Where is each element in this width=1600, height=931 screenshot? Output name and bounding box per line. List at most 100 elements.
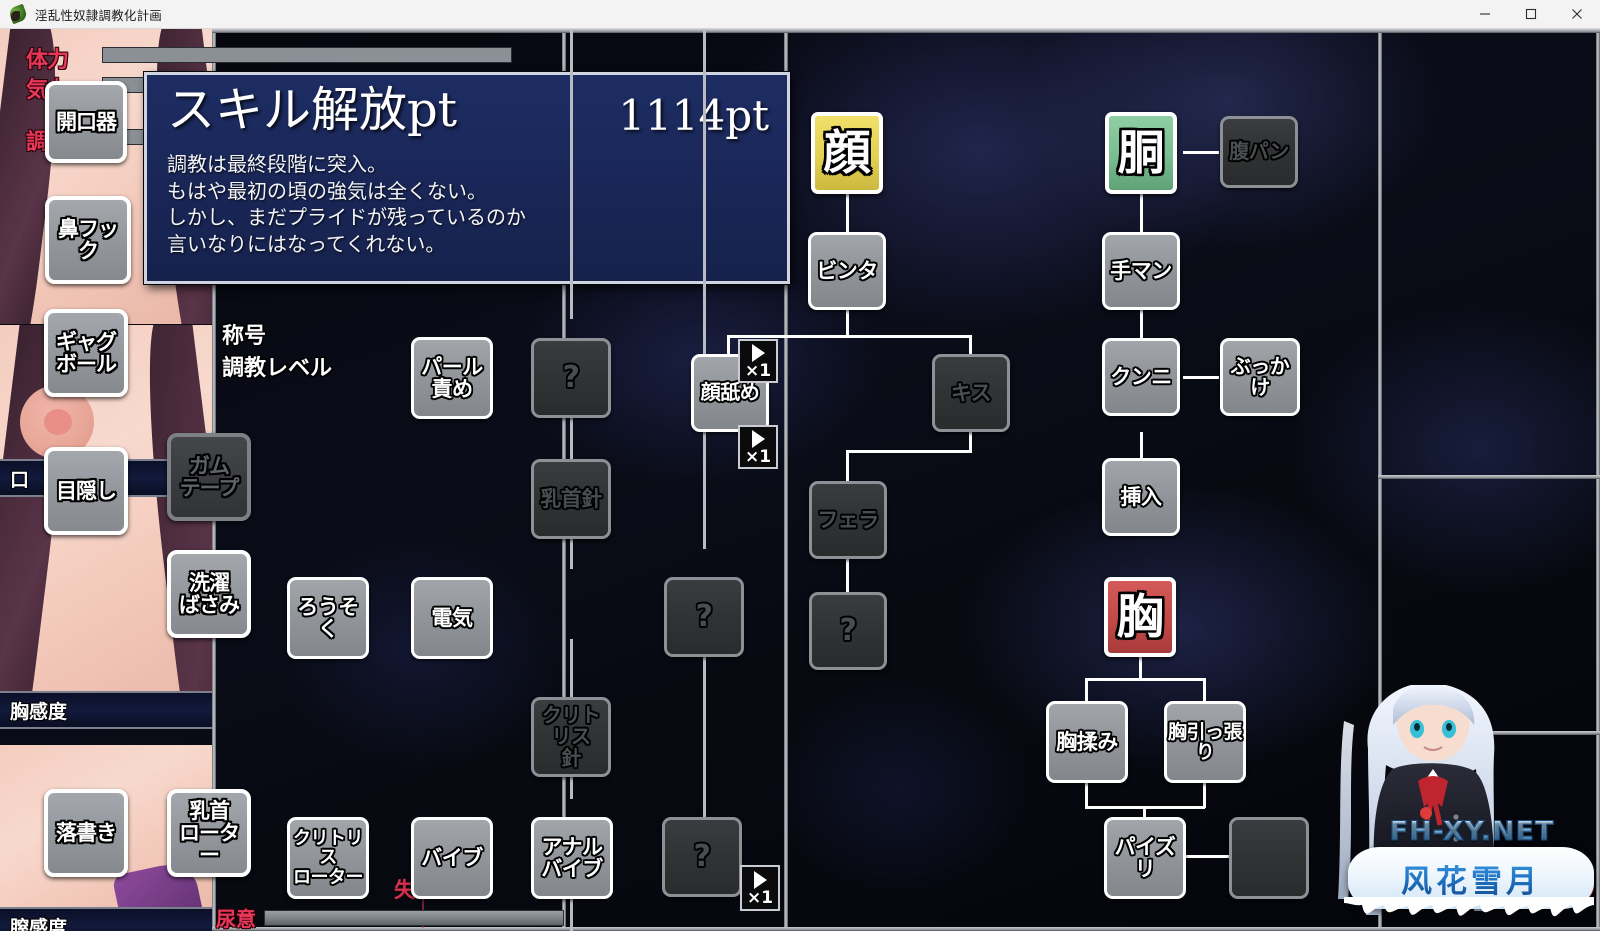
equipment-button-mouth-gag-opener[interactable]: 開口器 — [45, 81, 127, 163]
link-to-fera — [846, 450, 849, 484]
link-kiss-to-fera — [846, 450, 972, 453]
skill-node-binta[interactable]: ビンタ — [808, 232, 886, 310]
skill-node-face-unknown[interactable]: ? — [809, 592, 887, 670]
skill-node-candle[interactable]: ろうそく — [287, 577, 369, 659]
equipment-button-clothespin[interactable]: 洗濯 ばさみ — [167, 550, 251, 638]
skill-label-breast-knead: 胸揉み — [1056, 729, 1118, 754]
link-momi-down — [1085, 782, 1088, 808]
game-canvas[interactable]: 口 胸感度 膣感度 体力 気力 調教 — [0, 29, 1600, 931]
window-title: 淫乱性奴隷調教化計画 — [35, 7, 163, 23]
close-button[interactable] — [1554, 0, 1600, 29]
skill-node-electric[interactable]: 電気 — [411, 577, 493, 659]
skill-label-breast-pull: 胸引っ張り — [1167, 720, 1243, 763]
link-torso-to-harapan — [1183, 151, 1219, 154]
skill-label-clitoris-needle: クリトリス 針 — [541, 702, 601, 770]
skill-node-clitoris-rotor[interactable]: クリトリス ローター — [287, 817, 369, 899]
dialog-line-1: 調教は最終段階に突入。 — [167, 152, 387, 177]
dialog-line-4: 言いなりにはなってくれない。 — [167, 231, 446, 256]
link-binta-down — [846, 308, 849, 338]
skill-node-vibrator[interactable]: バイブ — [411, 817, 493, 899]
dialog-body: 調教は最終段階に突入。 もはや最初の頃の強気は全くない。 しかし、まだプライドが… — [167, 151, 769, 257]
equipment-label-6: 落書き — [56, 820, 117, 845]
multiplier-badge-1[interactable]: ×1 — [738, 339, 778, 383]
skill-node-clitoris-needle[interactable]: クリトリス 針 — [531, 697, 611, 777]
link-binta-branch — [727, 335, 971, 338]
skill-node-breast-knead[interactable]: 胸揉み — [1046, 701, 1128, 783]
skill-node-pearl[interactable]: パール 責め — [411, 337, 493, 419]
link-chest-down — [1139, 654, 1142, 680]
skill-node-kiss[interactable]: キス — [932, 354, 1010, 432]
skill-root-label-torso: 胴 — [1117, 125, 1165, 181]
skill-points-dialog[interactable]: スキル解放pt 1114pt 調教は最終段階に突入。 もはや最初の頃の強気は全く… — [144, 72, 790, 284]
window-titlebar: 淫乱性奴隷調教化計画 — [0, 0, 1600, 29]
skill-label-bukkake: ぶっかけ — [1230, 353, 1290, 399]
skill-label-cunnilingus: クンニ — [1110, 364, 1172, 389]
skill-label-unknown-2: ? — [695, 598, 713, 634]
skill-root-label-face: 顔 — [823, 125, 871, 181]
divider-horizontal-bottom — [0, 927, 1600, 931]
skill-node-paizuri[interactable]: パイズリ — [1104, 817, 1186, 899]
equipment-button-blindfold[interactable]: 目隠し — [44, 447, 128, 535]
skill-root-chest[interactable]: 胸 — [1104, 577, 1176, 657]
equipment-button-nipple-rotor[interactable]: 乳首 ローター — [167, 789, 251, 877]
divider-horizontal-top — [0, 29, 1600, 33]
multiplier-count-3: ×1 — [746, 887, 774, 908]
skill-root-face[interactable]: 顔 — [811, 112, 883, 194]
multiplier-count-1: ×1 — [744, 360, 772, 381]
gauge-stamina: 体力 — [26, 47, 512, 73]
link-branch-to-kaonami — [727, 335, 730, 357]
play-triangle-icon — [751, 429, 765, 448]
divider-vertical-5 — [1596, 29, 1600, 931]
equipment-button-nose-hook[interactable]: 鼻フック — [45, 196, 131, 284]
skill-label-electric: 電気 — [431, 605, 474, 630]
label-training-level: 調教レベル — [222, 355, 333, 381]
skill-label-binta: ビンタ — [816, 258, 878, 283]
equipment-button-duct-tape[interactable]: ガム テープ — [167, 433, 251, 521]
skill-node-bukkake[interactable]: ぶっかけ — [1220, 338, 1300, 416]
divider-horizontal-right-1 — [1378, 475, 1600, 479]
skill-node-insertion[interactable]: 挿入 — [1102, 458, 1180, 536]
dialog-line-2: もはや最初の頃の強気は全くない。 — [167, 178, 487, 203]
gauge-label-stamina: 体力 — [26, 48, 69, 73]
skill-label-fellatio: フェラ — [817, 507, 879, 532]
skill-node-unknown-2[interactable]: ? — [664, 577, 744, 657]
link-mid-col-a — [570, 29, 573, 319]
skill-node-unknown-3[interactable]: ? — [662, 817, 742, 897]
status-label-vagina: 膣感度 — [10, 916, 68, 931]
link-pull-down — [1203, 782, 1206, 808]
minimize-button[interactable] — [1462, 0, 1508, 29]
dialog-title: スキル解放pt — [167, 82, 458, 138]
link-teman-to-kunni — [1140, 310, 1143, 354]
skill-node-chest-hidden[interactable] — [1229, 817, 1309, 899]
skill-root-torso[interactable]: 胴 — [1105, 112, 1177, 194]
watermark-site-url: FH-XY.NET — [1352, 816, 1592, 848]
link-kiss-down — [969, 424, 972, 452]
skill-label-face-lick: 顔舐め — [700, 380, 760, 405]
skill-node-breast-pull[interactable]: 胸引っ張り — [1164, 701, 1246, 783]
skill-label-kiss: キス — [950, 380, 992, 405]
equipment-button-graffiti[interactable]: 落書き — [44, 789, 128, 877]
skill-label-pearl: パール 責め — [421, 354, 483, 401]
maximize-button[interactable] — [1508, 0, 1554, 29]
character-info-labels: 称号 調教レベル — [222, 321, 332, 385]
skill-label-nipple-needle: 乳首針 — [540, 486, 602, 511]
link-chest-to-pull — [1203, 678, 1206, 704]
multiplier-badge-3[interactable]: ×1 — [740, 865, 780, 911]
link-mid-col-d — [570, 869, 573, 931]
skill-node-unknown-1[interactable]: ? — [531, 338, 611, 418]
gauge-label-urge: 尿意 — [216, 907, 256, 931]
skill-node-fingering[interactable]: 手マン — [1102, 232, 1180, 310]
skill-node-fellatio[interactable]: フェラ — [809, 481, 887, 559]
skill-node-belly-punch[interactable]: 腹パン — [1220, 116, 1298, 188]
equipment-label-0: 開口器 — [56, 109, 117, 134]
watermark-character-art — [1338, 685, 1495, 915]
multiplier-badge-2[interactable]: ×1 — [738, 425, 778, 469]
skill-node-nipple-needle[interactable]: 乳首針 — [531, 459, 611, 539]
equipment-button-gag-ball[interactable]: ギャグ ボール — [44, 309, 128, 397]
equipment-label-3: 目隠し — [56, 478, 117, 503]
skill-node-cunnilingus[interactable]: クンニ — [1102, 338, 1180, 416]
link-kunni-to-sonyu — [1140, 432, 1143, 476]
status-label-chest: 胸感度 — [10, 700, 68, 723]
skill-node-anal-vibrator[interactable]: アナル バイブ — [531, 817, 613, 899]
skill-label-anal-vibrator: アナル バイブ — [541, 834, 603, 881]
